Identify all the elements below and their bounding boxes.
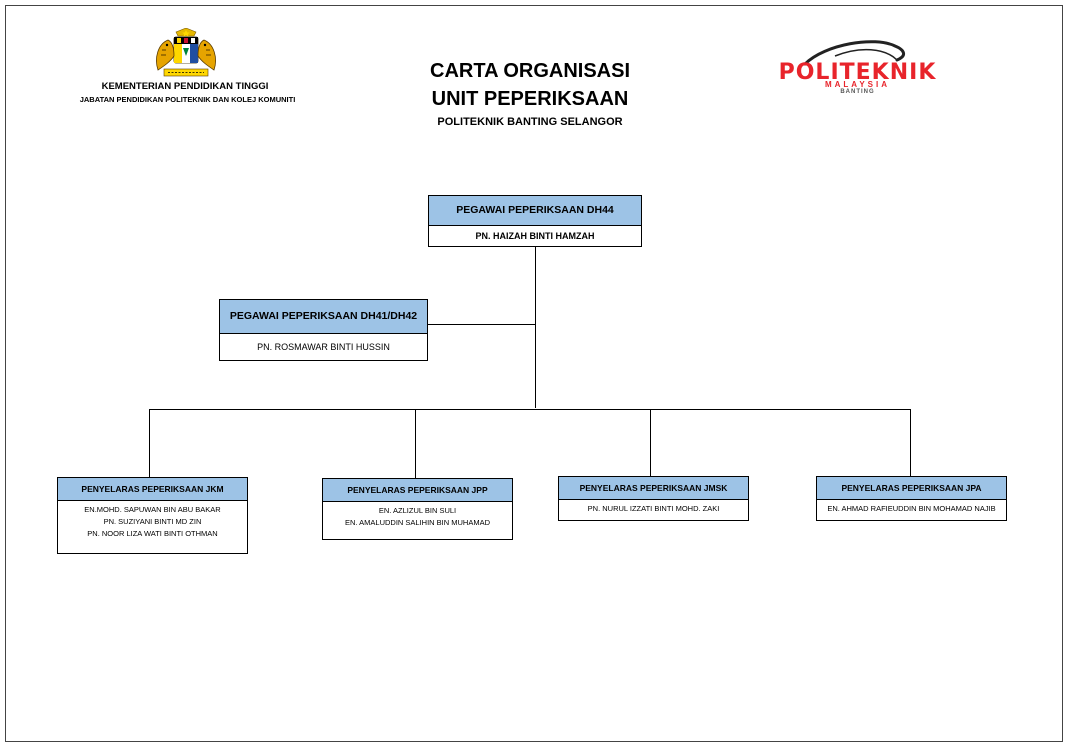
box-assistant-officer: PEGAWAI PEPERIKSAAN DH41/DH42 PN. ROSMAW… bbox=[219, 299, 428, 361]
coordinator-names: PN. NURUL IZZATI BINTI MOHD. ZAKI bbox=[559, 500, 748, 515]
top-officer-name: PN. HAIZAH BINTI HAMZAH bbox=[475, 231, 595, 241]
coordinator-names: EN.MOHD. SAPUWAN BIN ABU BAKAR PN. SUZIY… bbox=[58, 501, 247, 540]
assistant-officer-role: PEGAWAI PEPERIKSAAN DH41/DH42 bbox=[220, 300, 427, 334]
coat-of-arms-icon bbox=[156, 28, 216, 77]
politeknik-wordmark: POLITEKNIK bbox=[778, 60, 937, 85]
coordinator-role: PENYELARAS PEPERIKSAAN JPP bbox=[323, 479, 512, 502]
box-coordinator-jkm: PENYELARAS PEPERIKSAAN JKM EN.MOHD. SAPU… bbox=[57, 477, 248, 554]
politeknik-logo: POLITEKNIK MALAYSIA BANTING bbox=[765, 38, 950, 98]
banting-wordmark: BANTING bbox=[840, 89, 875, 95]
box-top-officer: PEGAWAI PEPERIKSAAN DH44 PN. HAIZAH BINT… bbox=[428, 195, 642, 247]
assistant-officer-name: PN. ROSMAWAR BINTI HUSSIN bbox=[257, 342, 390, 352]
coordinator-names: EN. AZLIZUL BIN SULI EN. AMALUDDIN SALIH… bbox=[323, 502, 512, 529]
coordinator-role: PENYELARAS PEPERIKSAAN JMSK bbox=[559, 477, 748, 500]
coordinator-name: PN. NOOR LIZA WATI BINTI OTHMAN bbox=[87, 529, 218, 538]
coordinator-name: EN. AZLIZUL BIN SULI bbox=[378, 506, 457, 515]
box-coordinator-jpa: PENYELARAS PEPERIKSAAN JPA EN. AHMAD RAF… bbox=[816, 476, 1007, 521]
box-coordinator-jmsk: PENYELARAS PEPERIKSAAN JMSK PN. NURUL IZ… bbox=[558, 476, 749, 521]
coordinator-names: EN. AHMAD RAFIEUDDIN BIN MOHAMAD NAJIB bbox=[817, 500, 1006, 515]
institution-subtitle: POLITEKNIK BANTING SELANGOR bbox=[437, 116, 623, 128]
coordinator-name: EN.MOHD. SAPUWAN BIN ABU BAKAR bbox=[84, 505, 221, 514]
malaysia-wordmark: MALAYSIA bbox=[824, 80, 891, 89]
coordinator-name: EN. AMALUDDIN SALIHIN BIN MUHAMAD bbox=[344, 518, 491, 527]
unit-title: UNIT PEPERIKSAAN bbox=[431, 88, 629, 110]
coordinator-name: PN. SUZIYANI BINTI MD ZIN bbox=[103, 517, 202, 526]
top-officer-role: PEGAWAI PEPERIKSAAN DH44 bbox=[429, 196, 641, 226]
page-frame bbox=[5, 5, 1063, 742]
coordinator-role: PENYELARAS PEPERIKSAAN JKM bbox=[58, 478, 247, 501]
coordinator-name: EN. AHMAD RAFIEUDDIN BIN MOHAMAD NAJIB bbox=[827, 504, 996, 513]
box-coordinator-jpp: PENYELARAS PEPERIKSAAN JPP EN. AZLIZUL B… bbox=[322, 478, 513, 540]
coordinator-role: PENYELARAS PEPERIKSAAN JPA bbox=[817, 477, 1006, 500]
chart-title: CARTA ORGANISASI bbox=[430, 60, 630, 82]
car-swoosh-icon bbox=[803, 40, 905, 66]
department-name: JABATAN PENDIDIKAN POLITEKNIK DAN KOLEJ … bbox=[79, 95, 296, 104]
coordinator-name: PN. NURUL IZZATI BINTI MOHD. ZAKI bbox=[587, 504, 720, 513]
ministry-name: KEMENTERIAN PENDIDIKAN TINGGI bbox=[101, 81, 269, 92]
